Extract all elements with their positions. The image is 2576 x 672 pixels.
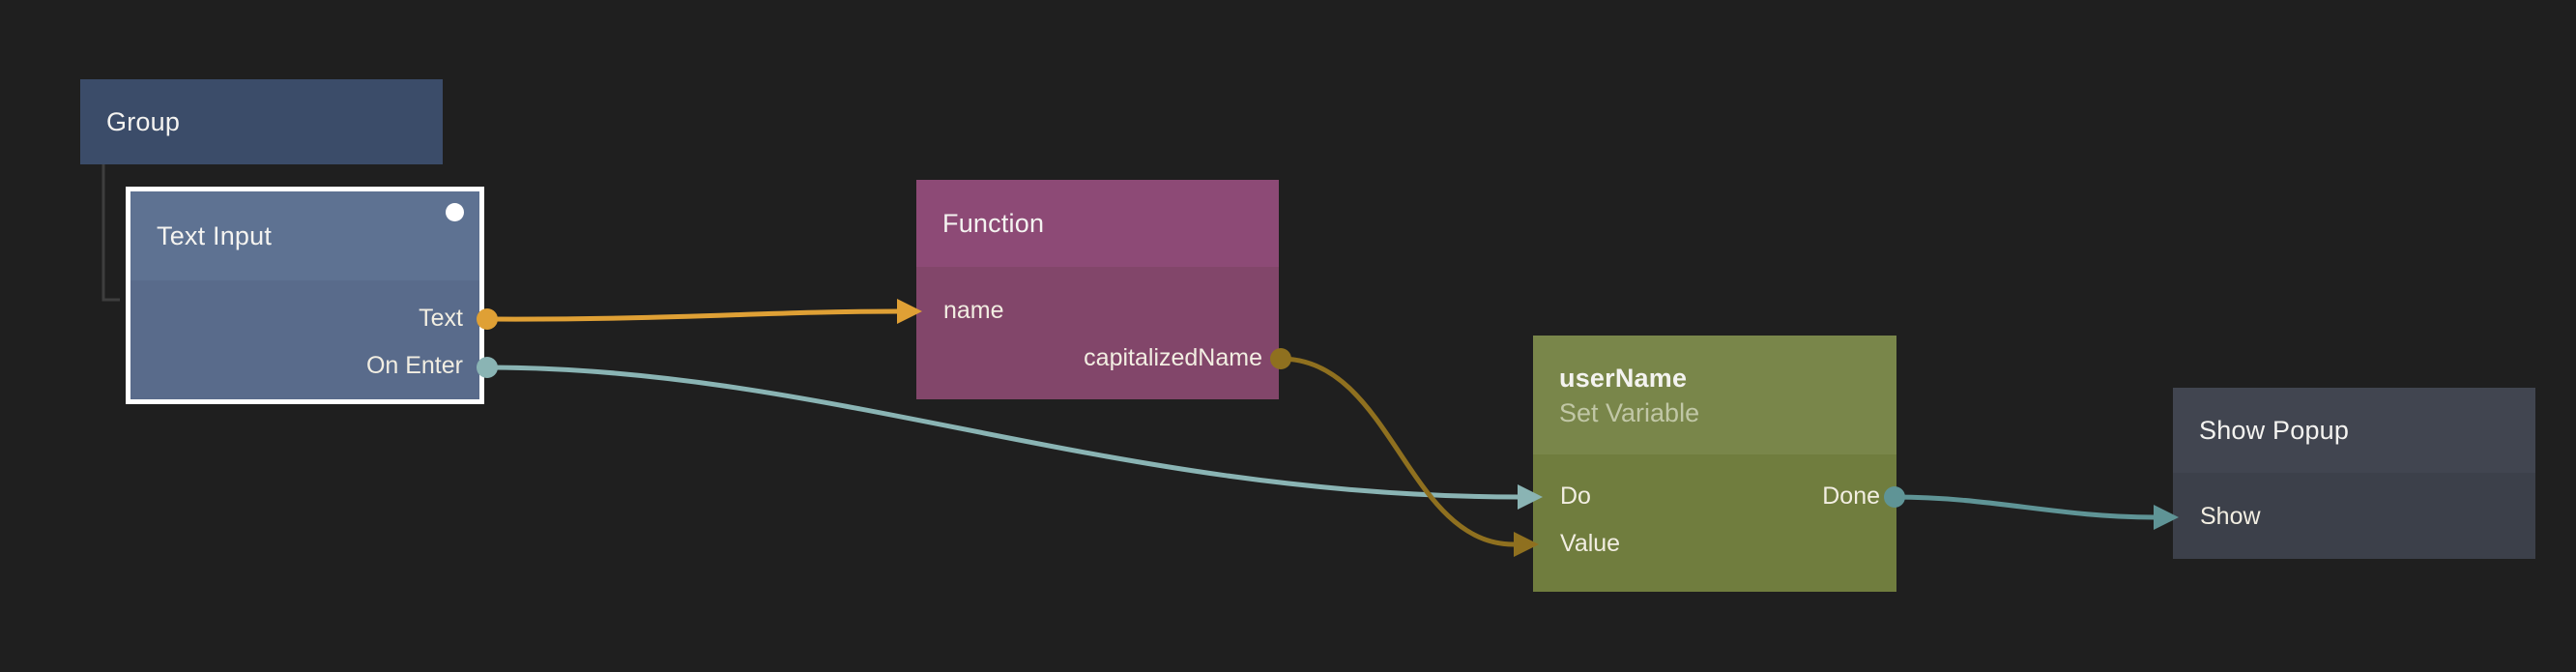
node-group-header: Group <box>80 79 443 164</box>
node-set-variable-header: userName Set Variable <box>1533 336 1896 454</box>
input-port-label[interactable]: Value <box>1560 530 1621 557</box>
output-port-label[interactable]: On Enter <box>365 352 463 379</box>
output-port-label[interactable]: Done <box>1822 482 1880 510</box>
port-row-do: Do Done <box>1533 473 1896 520</box>
node-set-variable-body: Do Done Value <box>1533 454 1896 592</box>
status-dot-icon <box>446 203 464 221</box>
node-subtitle: Set Variable <box>1559 397 1700 427</box>
port-row-value: Value <box>1533 520 1896 568</box>
node-show-popup[interactable]: Show Popup Show <box>2173 388 2535 559</box>
output-port-label[interactable]: Text <box>419 305 463 332</box>
node-function-body: name capitalizedName <box>916 267 1279 399</box>
node-set-variable[interactable]: userName Set Variable Do Done Value <box>1533 336 1896 592</box>
node-text-input[interactable]: Text Input Text On Enter <box>126 187 484 404</box>
port-row-on-enter: On Enter <box>130 342 479 390</box>
wire-text-to-name[interactable] <box>484 308 902 322</box>
port-row-text: Text <box>130 295 479 342</box>
node-show-popup-body: Show <box>2173 473 2535 559</box>
tree-connector-line <box>101 164 120 302</box>
node-group[interactable]: Group <box>80 79 443 164</box>
node-function[interactable]: Function name capitalizedName <box>916 180 1279 399</box>
node-title: Show Popup <box>2199 416 2350 445</box>
node-title: Text Input <box>157 221 273 250</box>
wire-capitalizedname-to-value[interactable] <box>1278 356 1517 547</box>
wire-done-to-show[interactable] <box>1892 494 2156 520</box>
node-title: Group <box>106 107 181 136</box>
node-title: userName <box>1559 363 1688 393</box>
node-text-input-header: Text Input <box>130 191 479 280</box>
input-port-label[interactable]: Do <box>1560 482 1591 510</box>
output-port-label[interactable]: capitalizedName <box>1084 344 1262 371</box>
node-show-popup-header: Show Popup <box>2173 388 2535 473</box>
input-port-label[interactable]: Show <box>2200 503 2261 530</box>
node-function-header: Function <box>916 180 1279 267</box>
node-text-input-body: Text On Enter <box>130 280 479 399</box>
node-title: Function <box>942 209 1045 238</box>
input-port-label[interactable]: name <box>943 297 1004 324</box>
port-row-show: Show <box>2173 493 2535 541</box>
port-row-capitalizedname: capitalizedName <box>916 335 1279 382</box>
port-row-name: name <box>916 287 1279 335</box>
